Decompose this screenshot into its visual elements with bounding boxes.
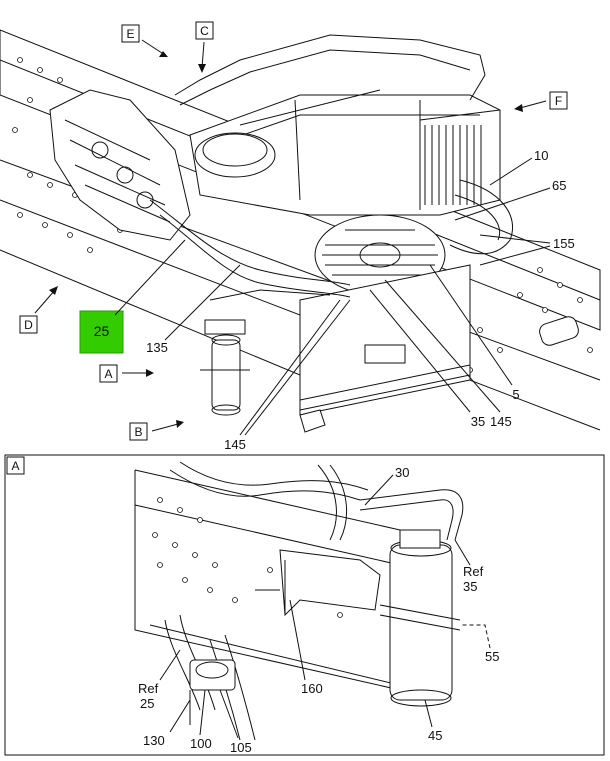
callout-135: 135 — [146, 340, 168, 355]
view-label-b: B — [129, 420, 184, 441]
callout-ref-35-line1: Ref — [463, 564, 484, 579]
detail-callouts: 30 Ref 35 55 160 45 Ref 25 130 100 105 — [138, 465, 499, 755]
view-label-a: A — [99, 364, 154, 383]
callout-25: 25 — [94, 323, 110, 339]
callout-155: 155 — [553, 236, 575, 251]
callout-65: 65 — [552, 178, 566, 193]
callout-ref-25-line1: Ref — [138, 681, 159, 696]
highlighted-part-25[interactable] — [79, 310, 124, 354]
clamp-assembly — [189, 659, 236, 725]
callout-ref-25-line2: 25 — [140, 696, 154, 711]
callout-ref-35-line2: 35 — [463, 579, 477, 594]
svg-text:F: F — [555, 94, 562, 108]
callout-100: 100 — [190, 736, 212, 751]
drier-45 — [379, 529, 461, 707]
detail-a-panel: A — [4, 454, 605, 756]
blower — [194, 132, 276, 178]
callout-145-left: 145 — [224, 437, 246, 452]
hose-a — [149, 199, 351, 286]
hose-b — [449, 179, 514, 255]
air-duct — [174, 34, 486, 101]
callout-145-right: 145 — [490, 414, 512, 429]
callout-5: 5 — [512, 387, 519, 402]
callout-160: 160 — [301, 681, 323, 696]
callout-105: 105 — [230, 740, 252, 755]
main-illustration — [0, 29, 601, 433]
hvac-ribs — [239, 89, 501, 126]
view-label-c: C — [195, 21, 214, 73]
detail-a-border — [4, 454, 605, 756]
view-label-e: E — [121, 24, 168, 57]
callout-35: 35 — [471, 414, 485, 429]
svg-text:D: D — [24, 318, 33, 332]
callout-30: 30 — [395, 465, 409, 480]
view-label-d: D — [19, 286, 58, 334]
view-indicators: E C F D A B — [19, 21, 568, 441]
receiver-drier — [200, 319, 250, 416]
callout-130: 130 — [143, 733, 165, 748]
condenser — [299, 264, 471, 416]
top-callouts: 25 135 145 35 145 5 10 65 155 — [79, 148, 575, 452]
callout-55: 55 — [485, 649, 499, 664]
svg-text:E: E — [126, 27, 134, 41]
callout-45: 45 — [428, 728, 442, 743]
svg-text:A: A — [104, 367, 112, 381]
view-label-f: F — [514, 91, 568, 112]
svg-text:B: B — [134, 425, 142, 439]
detail-a-label: A — [11, 459, 19, 473]
detail-frame — [134, 469, 421, 691]
line-30 — [359, 489, 464, 541]
svg-text:C: C — [200, 24, 209, 38]
callout-10: 10 — [534, 148, 548, 163]
